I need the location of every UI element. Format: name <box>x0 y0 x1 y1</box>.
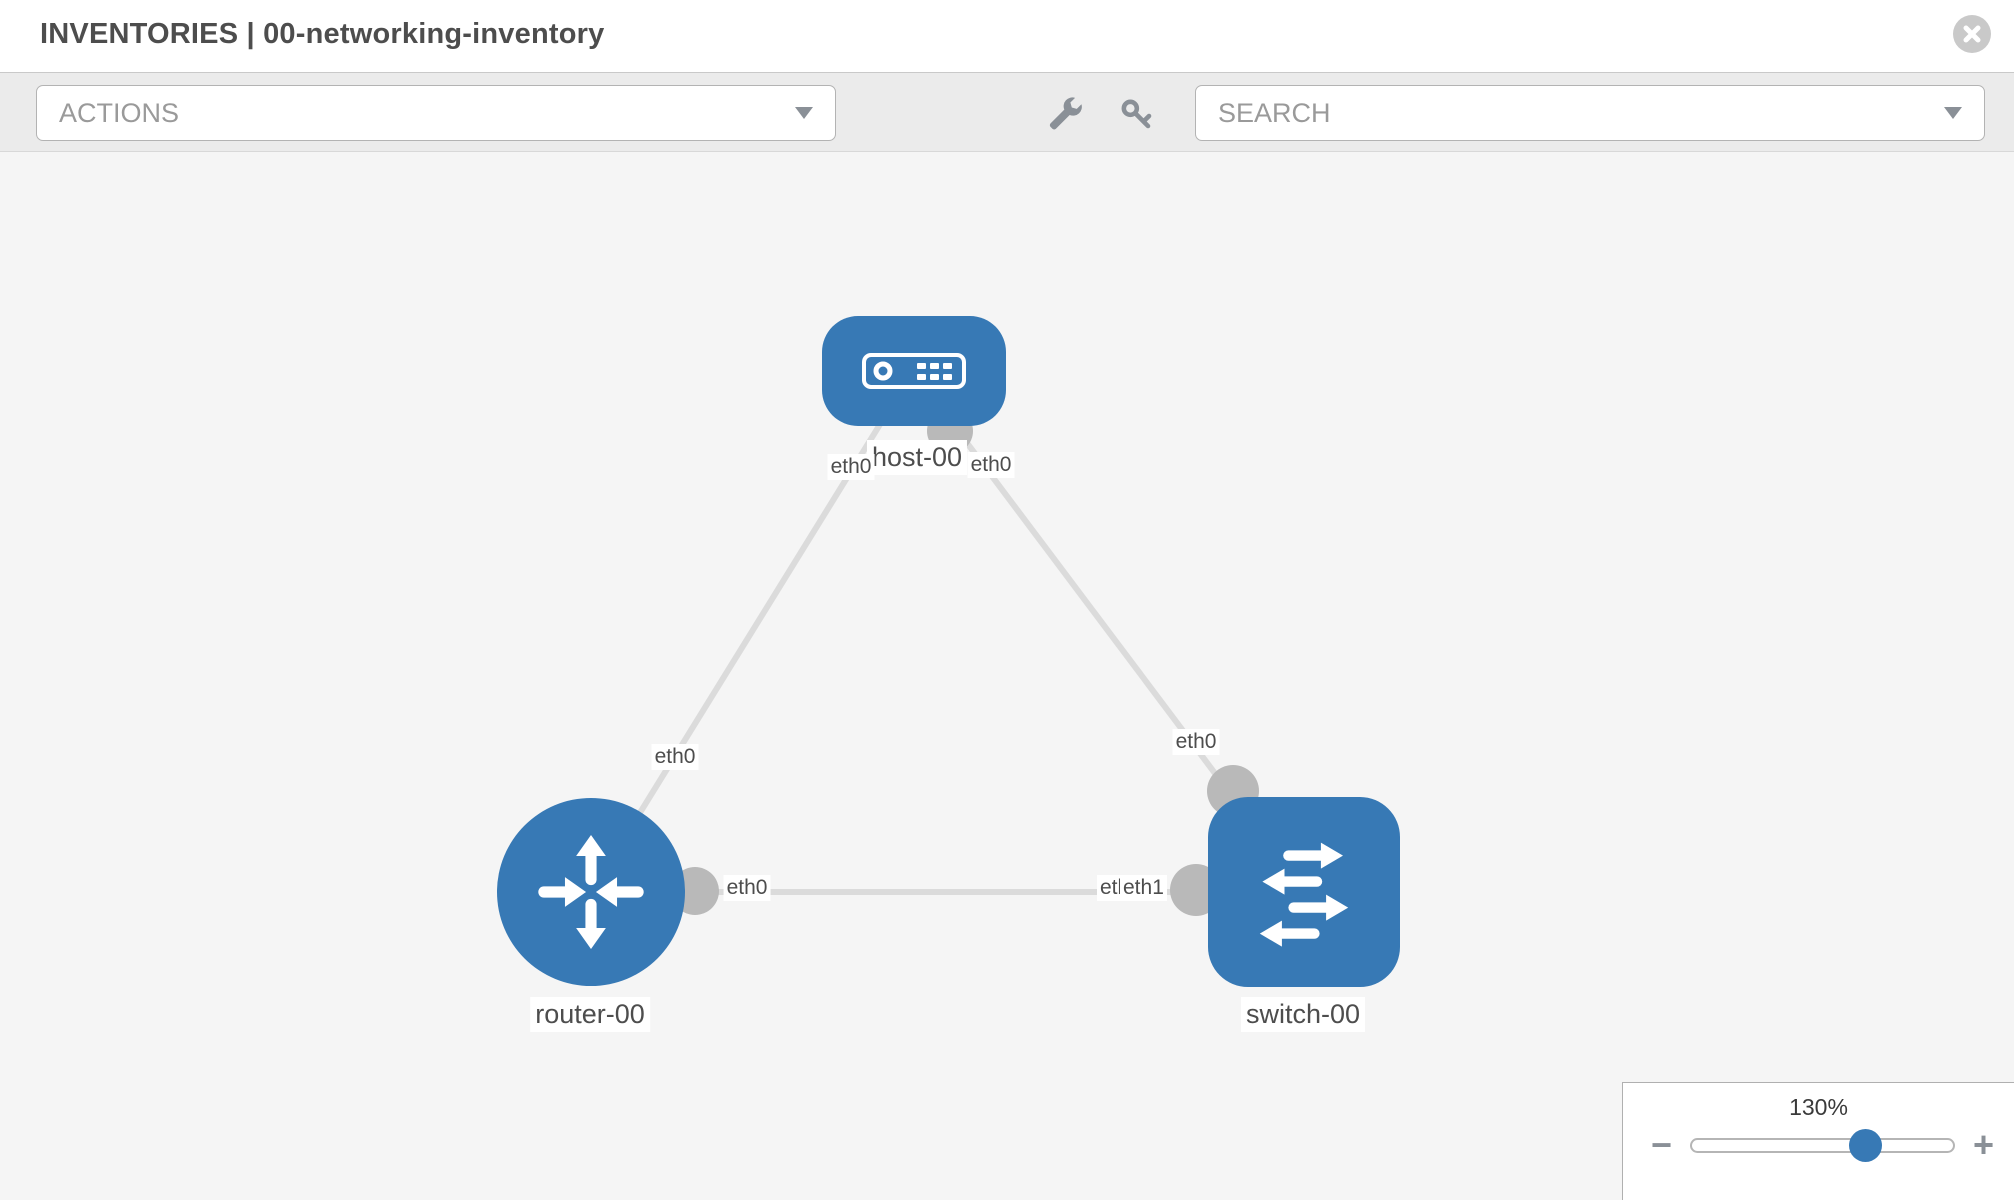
if-label-host-eth0-left: eth0 <box>827 454 875 480</box>
if-label-switch-eth1-over: eth1 <box>1120 875 1167 901</box>
zoom-in-button[interactable]: + <box>1973 1124 1995 1165</box>
node-label-host: host-00 <box>866 440 968 475</box>
zoom-level-label: 130% <box>1789 1094 1848 1120</box>
node-router-00[interactable] <box>497 798 685 986</box>
if-label-router-eth0-right: eth0 <box>723 875 771 901</box>
configure-button[interactable] <box>1049 97 1083 131</box>
zoom-slider-thumb[interactable] <box>1849 1128 1883 1162</box>
chevron-down-icon <box>795 107 813 119</box>
zoom-out-button[interactable]: − <box>1651 1124 1673 1165</box>
if-label-router-eth0-top: eth0 <box>651 744 699 770</box>
zoom-control-panel: 130% − + <box>1622 1082 2014 1200</box>
node-host-00[interactable] <box>822 316 1006 426</box>
topology-links-layer <box>588 369 1307 916</box>
if-label-switch-eth0-top: eth0 <box>1172 729 1220 755</box>
if-label-host-eth0-right: eth0 <box>967 452 1015 478</box>
search-placeholder: SEARCH <box>1218 97 1331 128</box>
actions-dropdown[interactable]: ACTIONS <box>36 85 836 141</box>
key-icon <box>1121 99 1152 129</box>
topology-canvas[interactable]: host-00 router-00 switch-00 eth0 eth0 et… <box>0 152 2014 1200</box>
chevron-down-icon <box>1944 107 1962 119</box>
router-icon <box>538 834 644 950</box>
toolbar: ACTIONS SEARCH <box>0 72 2014 152</box>
header: INVENTORIES | 00-networking-inventory <box>0 0 2014 72</box>
switch-icon <box>1259 842 1349 947</box>
actions-dropdown-label: ACTIONS <box>59 97 180 128</box>
host-icon <box>862 353 966 389</box>
node-label-router: router-00 <box>530 997 650 1032</box>
node-label-switch: switch-00 <box>1240 997 1366 1032</box>
node-switch-00[interactable] <box>1208 797 1400 987</box>
page-title: INVENTORIES | 00-networking-inventory <box>40 18 605 50</box>
close-button[interactable] <box>1953 15 1991 53</box>
zoom-slider-track[interactable] <box>1690 1128 1956 1162</box>
wrench-icon <box>1049 97 1082 130</box>
credentials-button[interactable] <box>1119 97 1153 131</box>
search-dropdown[interactable]: SEARCH <box>1195 85 1985 141</box>
zoom-slider-row: − + <box>1623 1124 2014 1165</box>
close-icon <box>1963 25 1981 43</box>
